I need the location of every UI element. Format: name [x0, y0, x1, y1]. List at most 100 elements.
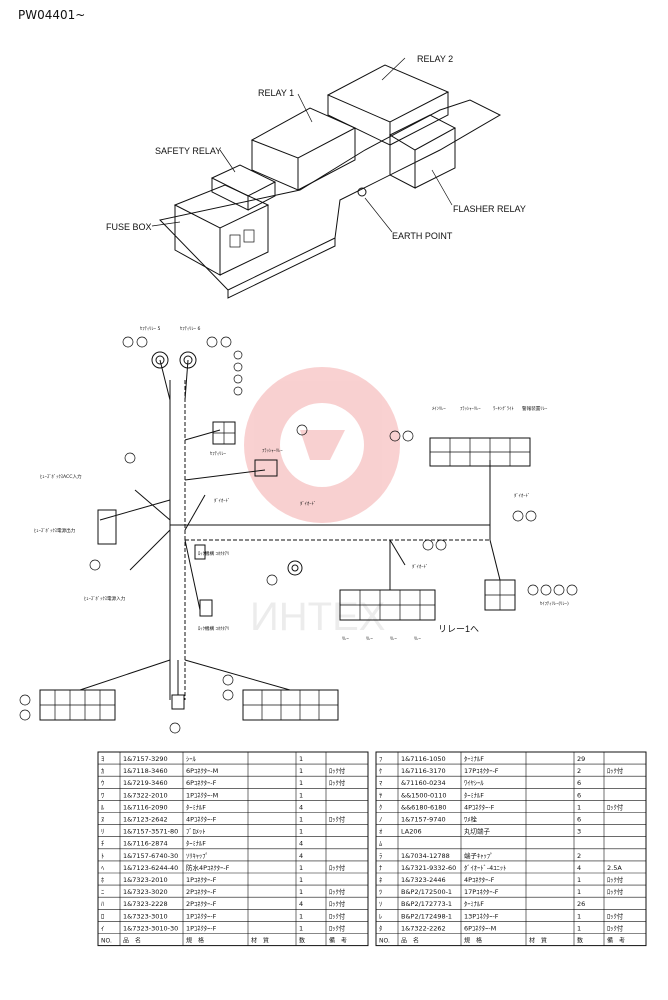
parts-right-cell: 26: [577, 900, 585, 908]
parts-left-cell: 1&7323-2010: [123, 876, 168, 884]
parts-right-header-cell: NO.: [379, 938, 390, 945]
parts-left-cell: 6Pｺﾈｸﾀｰ-M: [186, 767, 218, 775]
parts-left-header-cell: 備 考: [329, 937, 347, 945]
parts-right-cell: 1&7157-9740: [401, 816, 446, 824]
parts-right-cell: 1: [577, 888, 581, 896]
parts-left-cell: 1Pｺﾈｸﾀｰ-F: [186, 924, 217, 932]
callout-fuse-output: ﾋｭｰｽﾞﾎﾞｯｸｽ電源出力: [34, 527, 76, 534]
parts-left-cell: ﾊ: [101, 900, 105, 908]
parts-left-cell: 1&7157-3290: [123, 755, 168, 763]
parts-left-cell: 1&7123-6244-40: [123, 864, 178, 872]
parts-right-cell: ｵ: [379, 828, 383, 836]
parts-left-cell: ﾇ: [101, 816, 104, 824]
parts-left-header-cell: 品 名: [123, 937, 141, 945]
parts-right-cell: 1&7116-1050: [401, 755, 446, 763]
parts-right-cell: B&P2/172773-1: [401, 900, 452, 908]
parts-left-cell: 1&7323-3010-30: [123, 924, 178, 932]
parts-left-cell: 1Pｺﾈｸﾀｰ-F: [186, 912, 217, 920]
parts-left-cell: ﾖ: [101, 755, 104, 763]
parts-right-cell: ﾜｲﾔｼｰﾙ: [464, 779, 484, 787]
parts-left-cell: ﾘ: [101, 828, 104, 836]
parts-left-cell: 1&7157-6740-30: [123, 852, 178, 860]
parts-left-cell: 4Pｺﾈｸﾀｰ-F: [186, 816, 217, 824]
parts-right-cell: ﾛｯｸ付: [607, 875, 624, 884]
page-code: PW04401~: [18, 8, 86, 22]
parts-left-cell: 6Pｺﾈｸﾀｰ-F: [186, 779, 217, 787]
callout-diode-2: ﾀﾞｲｵｰﾄﾞ: [300, 500, 316, 507]
parts-left-cell: 4: [299, 840, 303, 848]
callout-top-right-4: 警報装置ﾘﾚｰ: [522, 405, 548, 412]
parts-left-cell: ﾛｯｸ付: [329, 778, 346, 787]
parts-left-cell: 1: [299, 816, 303, 824]
parts-right-header-cell: 備 考: [607, 937, 625, 945]
safety-relay-shape: [210, 164, 277, 211]
callout-fuse-acc: ﾋｭｰｽﾞﾎﾞｯｸｽACC入力: [40, 473, 82, 480]
safety-relay-label: SAFETY RELAY: [155, 146, 221, 156]
parts-left-cell: ﾄ: [101, 852, 104, 860]
parts-right-cell: 4Pｺﾈｸﾀｰ-F: [464, 803, 495, 811]
callout-safety-relay-5: ｾﾌﾃｨﾘﾚｰ 5: [140, 326, 161, 332]
parts-right-cell: 1: [577, 912, 581, 920]
parts-left-cell: 防水4Pｺﾈｸﾀｰ-F: [186, 863, 230, 872]
parts-right-cell: ﾛｯｸ付: [607, 802, 624, 811]
parts-right-cell: 4: [577, 864, 581, 872]
parts-left-cell: ﾁ: [101, 840, 104, 848]
parts-right-header-cell: 規 格: [464, 937, 482, 945]
watermark: ИНТЕХ: [244, 367, 400, 639]
parts-left-cell: 4: [299, 900, 303, 908]
relay1-label: RELAY 1: [258, 88, 294, 98]
fuse-box-shape: [173, 184, 270, 276]
parts-right-cell: ｹ: [379, 767, 382, 775]
parts-left-cell: 1: [299, 912, 303, 920]
relay-illustration: RELAY 2 RELAY 1 SAFETY RELAY FUSE BOX FL…: [106, 54, 526, 299]
parts-right-cell: ﾌ: [379, 755, 382, 763]
parts-left-cell: 1&7323-2228: [123, 900, 168, 908]
parts-left-cell: ﾙ: [101, 803, 105, 811]
parts-left-cell: ﾛｯｸ付: [329, 815, 346, 824]
parts-right-cell: ﾏ: [379, 779, 383, 787]
parts-right-cell: ﾀｰﾐﾅﾙF: [464, 755, 484, 763]
parts-right-cell: 3: [577, 828, 581, 836]
parts-left-cell: ﾛｯｸ付: [329, 863, 346, 872]
callout-diode-3: ﾀﾞｲｵｰﾄﾞ: [412, 563, 428, 570]
parts-right-cell: ﾀﾞｲｵｰﾄﾞ-4ﾕﾆｯﾄ: [464, 864, 506, 872]
flasher-relay-label: FLASHER RELAY: [453, 204, 526, 214]
parts-right-cell: 丸切端子: [464, 827, 491, 836]
parts-right-header-cell: 品 名: [401, 937, 419, 945]
parts-right-cell: 2.5A: [607, 864, 622, 872]
parts-left-cell: ﾛｯｸ付: [329, 923, 346, 932]
parts-left-cell: 1: [299, 779, 303, 787]
parts-right-cell: 2: [577, 852, 581, 860]
parts-right-cell: ﾚ: [379, 912, 382, 920]
parts-left-cell: ｼｰﾙ: [186, 755, 197, 763]
parts-left-cell: ﾛｯｸ付: [329, 899, 346, 908]
parts-right-header-cell: 数: [577, 937, 583, 945]
parts-left-cell: 2Pｺﾈｸﾀｰ-F: [186, 888, 217, 896]
parts-left-cell: 4: [299, 852, 303, 860]
parts-right-cell: 1&7034-12788: [401, 852, 450, 860]
parts-right-cell: 6: [577, 816, 581, 824]
parts-left-cell: ﾀｰﾐﾅﾙF: [186, 840, 206, 848]
parts-right-cell: 1: [577, 803, 581, 811]
callout-safety-relay: ｾﾌﾃｨﾘﾚｰ: [210, 451, 227, 457]
parts-right-cell: ﾀ: [379, 924, 382, 932]
parts-left-cell: ｳ: [101, 779, 104, 787]
parts-right-cell: 2: [577, 767, 581, 775]
parts-left-cell: ﾛｯｸ付: [329, 766, 346, 775]
fuse-box-label: FUSE BOX: [106, 222, 152, 232]
callout-flasher-relay: ﾌﾗｯｼｬｰﾘﾚｰ: [262, 448, 283, 454]
parts-right-cell: &&6180-6180: [401, 803, 447, 811]
parts-right-cell: 1: [577, 876, 581, 884]
parts-left-cell: 1Pｺﾈｸﾀｰ-M: [186, 791, 218, 799]
parts-left-cell: 4: [299, 803, 303, 811]
parts-right-cell: ﾛｯｸ付: [607, 887, 624, 896]
parts-right-cell: ﾉ: [379, 816, 382, 824]
callout-right-link: ｾｲﾌﾃｨﾘﾚｰ(ﾘﾚｰ): [540, 601, 569, 607]
parts-right-cell: 29: [577, 755, 585, 763]
parts-left-cell: ｲ: [101, 924, 104, 932]
parts-right-cell: 1: [577, 924, 581, 932]
parts-right-cell: B&P2/172500-1: [401, 888, 452, 896]
parts-right-cell: LA206: [401, 828, 422, 836]
